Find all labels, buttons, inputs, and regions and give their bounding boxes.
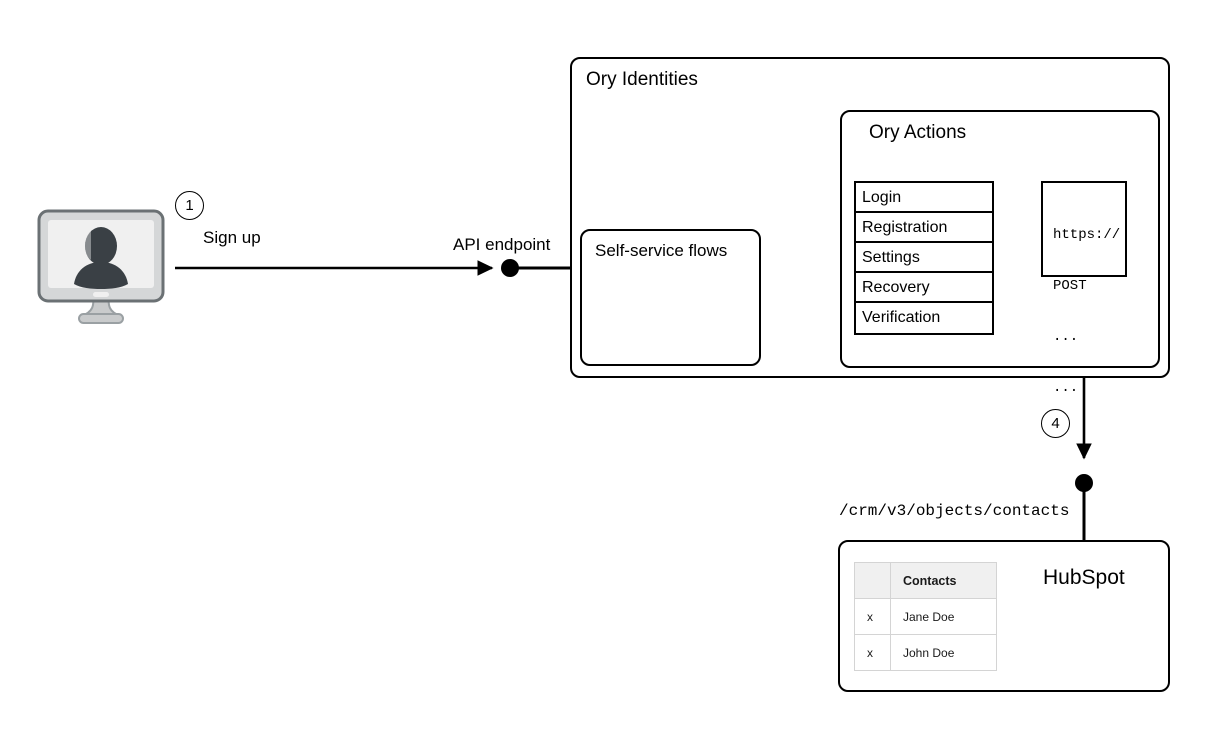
step-number: 1 — [185, 197, 194, 214]
row-mark: x — [854, 598, 891, 635]
row-contact-name: Jane Doe — [890, 598, 997, 635]
self-service-flows-title: Self-service flows — [595, 241, 728, 260]
flow-item-registration[interactable]: Registration — [856, 213, 992, 243]
webhook-code-box: https:// POST ... ... — [1041, 181, 1127, 396]
table-header-row: Contacts — [854, 562, 997, 599]
self-service-flows-box[interactable] — [580, 229, 761, 366]
table-row[interactable]: x John Doe — [854, 634, 997, 671]
desktop-monitor-user-icon — [37, 209, 165, 324]
label-sign-up: Sign up — [203, 228, 261, 247]
hubspot-title: HubSpot — [1043, 566, 1125, 589]
webhook-line-4: ... — [1053, 380, 1079, 396]
ory-actions-flow-list: Login Registration Settings Recovery Ver… — [854, 181, 994, 335]
api-endpoint-connector — [501, 259, 572, 277]
user-device — [36, 208, 166, 328]
row-mark: x — [854, 634, 891, 671]
table-header-contacts: Contacts — [890, 562, 997, 599]
step-circle-1: 1 — [175, 191, 204, 220]
contacts-table[interactable]: Contacts x Jane Doe x John Doe — [854, 562, 997, 671]
step-number: 4 — [1051, 415, 1060, 432]
flow-item-verification[interactable]: Verification — [856, 303, 992, 333]
flow-item-settings[interactable]: Settings — [856, 243, 992, 273]
table-header-mark — [854, 562, 891, 599]
table-row[interactable]: x Jane Doe — [854, 598, 997, 635]
flow-item-login[interactable]: Login — [856, 183, 992, 213]
webhook-line-1: https:// — [1053, 227, 1121, 243]
webhook-line-2: POST — [1053, 278, 1087, 294]
ory-identities-title: Ory Identities — [586, 69, 698, 90]
row-contact-name: John Doe — [890, 634, 997, 671]
label-api-endpoint: API endpoint — [453, 235, 551, 254]
label-crm-path: /crm/v3/objects/contacts — [839, 502, 1070, 520]
step-circle-4: 4 — [1041, 409, 1070, 438]
contacts-table-wrapper: Contacts x Jane Doe x John Doe — [854, 562, 997, 671]
flow-item-recovery[interactable]: Recovery — [856, 273, 992, 303]
ory-actions-title: Ory Actions — [869, 122, 967, 143]
webhook-line-3: ... — [1053, 329, 1079, 345]
